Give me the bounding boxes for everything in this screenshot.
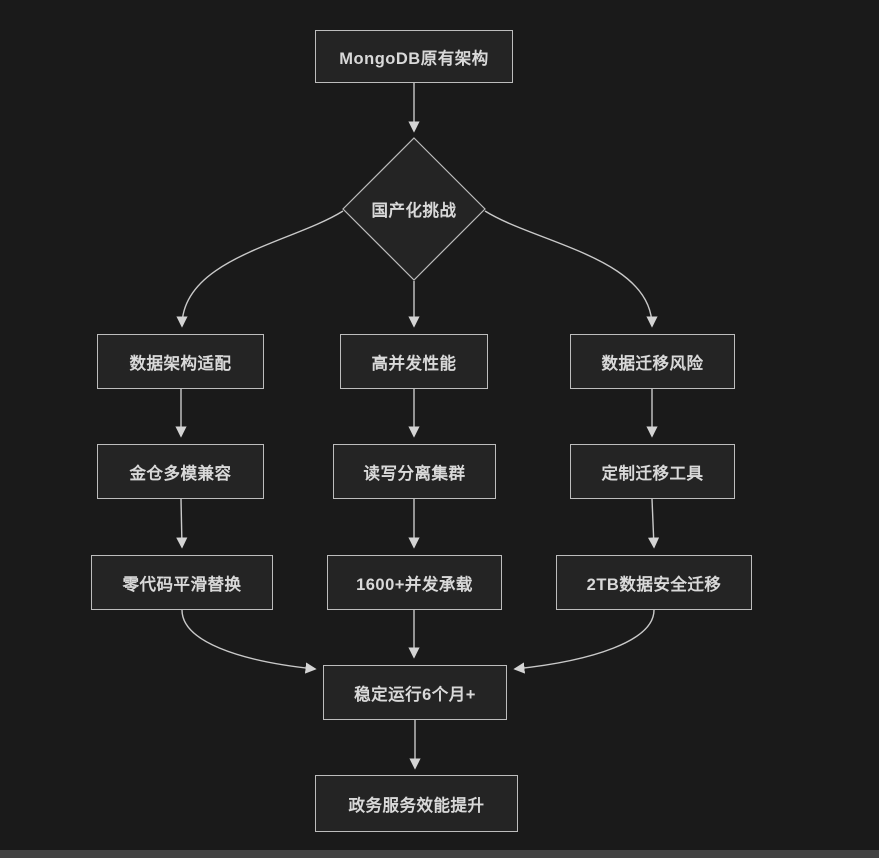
node-converge: 稳定运行6个月+ <box>323 665 507 720</box>
edge-decision-branch1 <box>176 210 344 328</box>
decision-diamond-shape <box>342 137 486 281</box>
edge-b3s3-converge <box>513 609 655 674</box>
edge-b1s3-converge <box>181 609 317 674</box>
edge-b1s2-b1s3 <box>176 498 188 549</box>
node-end: 政务服务效能提升 <box>315 775 518 832</box>
node-branch3-step1: 数据迁移风险 <box>570 334 735 389</box>
window-bottom-edge <box>0 850 879 858</box>
node-branch2-step1: 高并发性能 <box>340 334 488 389</box>
node-decision: 国产化挑战 <box>371 202 457 220</box>
node-branch1-step1: 数据架构适配 <box>97 334 264 389</box>
edge-decision-branch3 <box>484 210 658 328</box>
node-branch2-step2: 读写分离集群 <box>333 444 496 499</box>
edge-b3s2-b3s3 <box>648 498 660 549</box>
node-branch3-step2: 定制迁移工具 <box>570 444 735 499</box>
node-branch1-step2: 金仓多模兼容 <box>97 444 264 499</box>
node-start: MongoDB原有架构 <box>315 30 513 83</box>
node-branch3-step3: 2TB数据安全迁移 <box>556 555 752 610</box>
node-branch1-step3: 零代码平滑替换 <box>91 555 273 610</box>
node-branch2-step3: 1600+并发承载 <box>327 555 502 610</box>
